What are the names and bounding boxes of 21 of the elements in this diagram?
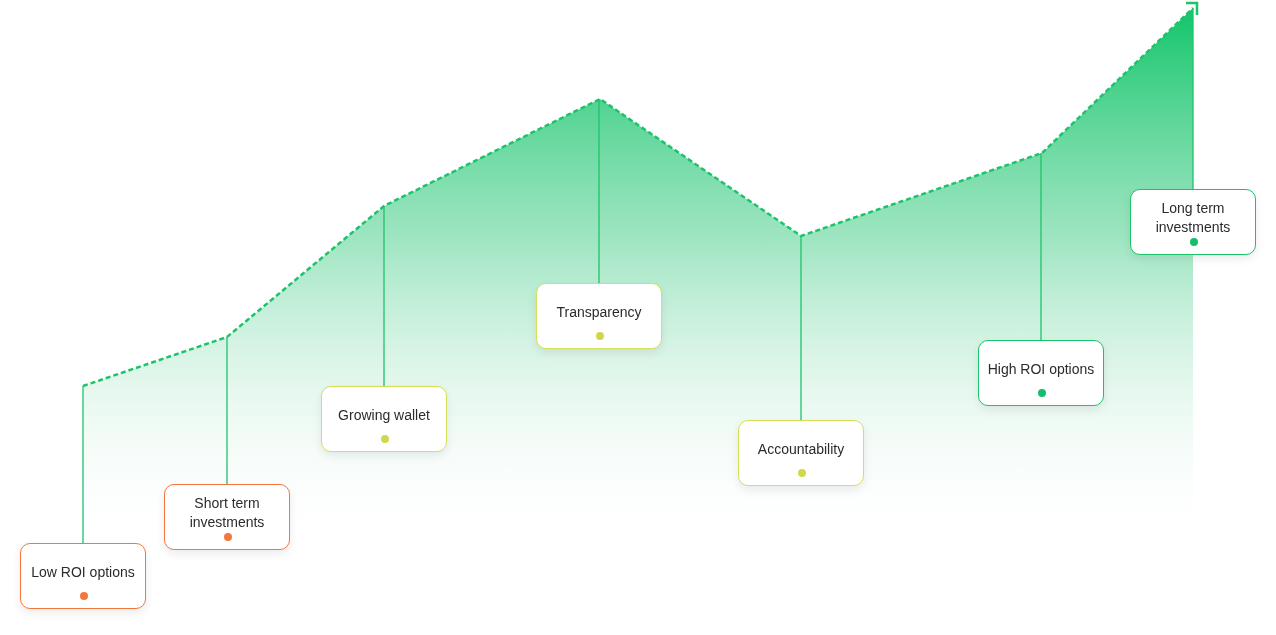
leader-line [598,98,600,284]
card-label: Low ROI options [31,562,135,582]
leader-line [800,235,802,421]
card-label: High ROI options [987,359,1095,379]
label-card [321,386,447,452]
card-label: Accountability [757,439,845,459]
leader-line [383,205,385,387]
label-card [20,543,146,609]
leader-line [82,385,84,544]
label-card [1130,189,1256,255]
leader-line [226,336,228,485]
card-label: Short term investments [188,494,266,532]
leader-line [1040,152,1042,341]
label-card [978,340,1104,406]
label-card [164,484,290,550]
card-label: Long term investments [1154,199,1232,237]
card-label: Transparency [556,302,642,322]
label-card [738,420,864,486]
leader-line [1192,7,1194,190]
label-card [536,283,662,349]
card-label: Growing wallet [338,405,430,425]
